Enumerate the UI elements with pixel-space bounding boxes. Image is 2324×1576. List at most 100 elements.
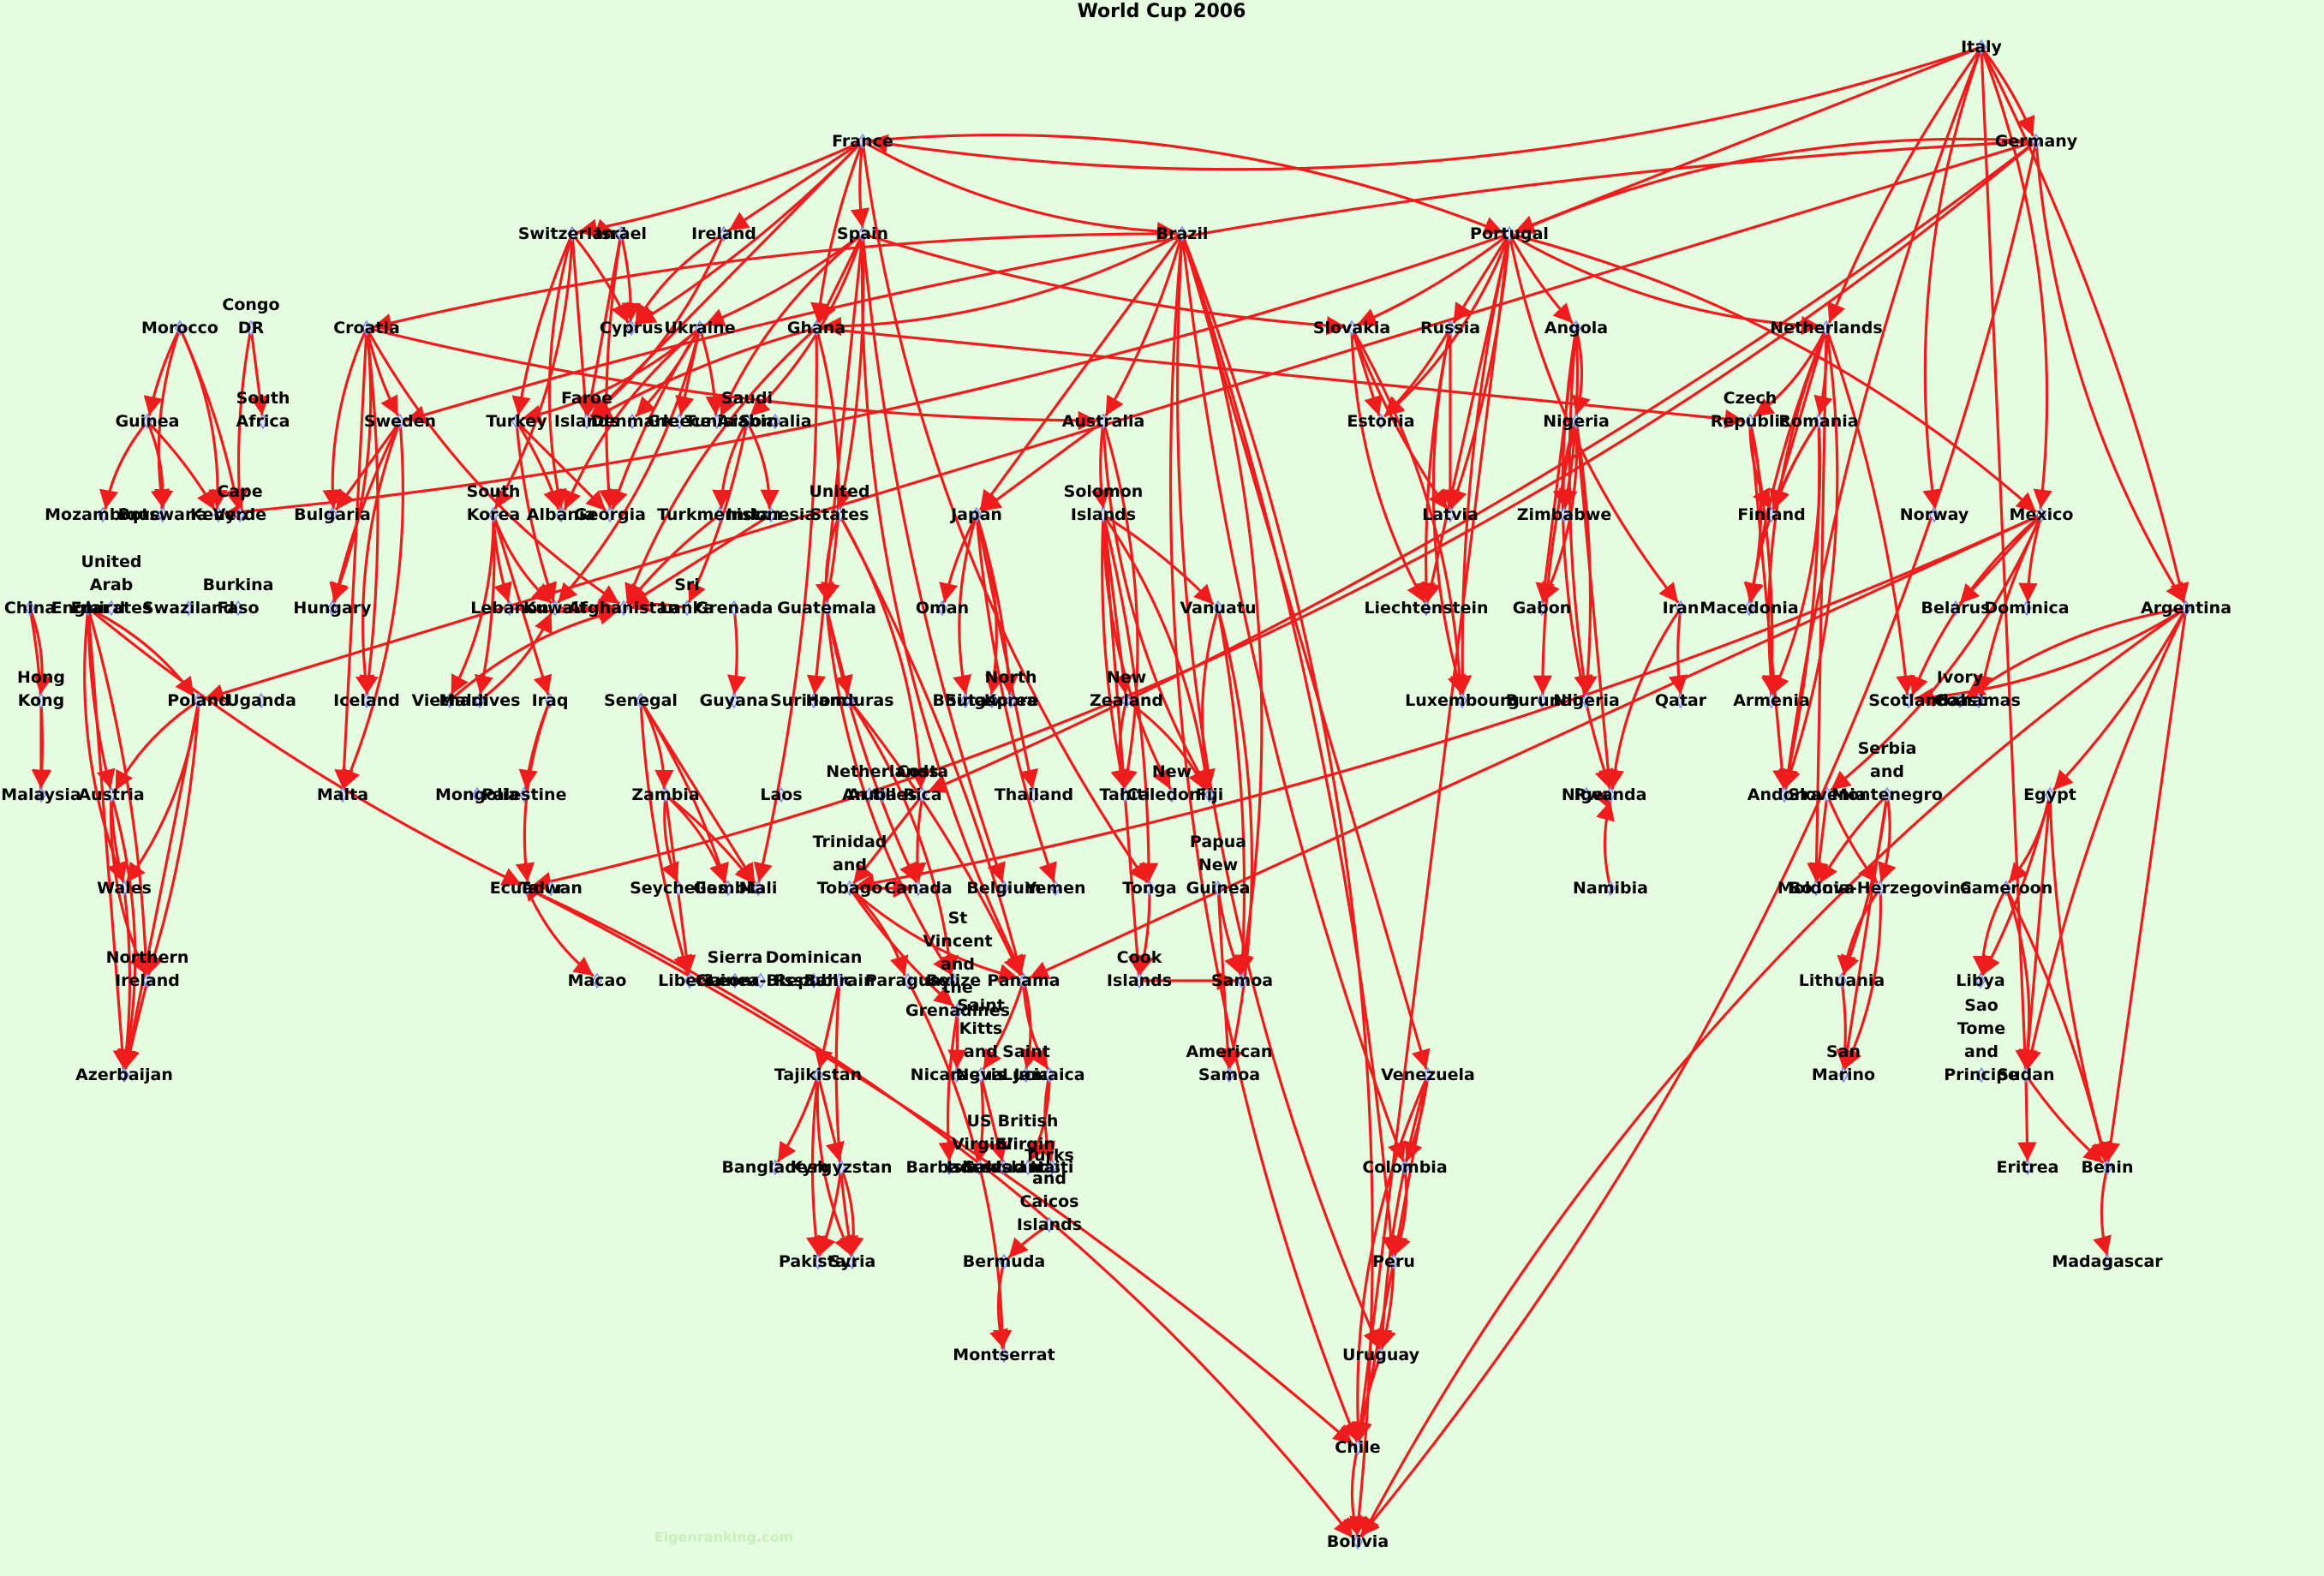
node-guinea_bissau[interactable]: Guinea-Bissau <box>696 971 827 990</box>
node-ghana[interactable]: Ghana <box>787 319 845 337</box>
node-switzerland[interactable]: Switzerland <box>518 224 627 243</box>
node-syria[interactable]: Syria <box>829 1252 876 1271</box>
node-bosnia[interactable]: Bosnia-Herzegovina <box>1789 879 1972 898</box>
node-denmark[interactable]: Denmark <box>591 412 674 431</box>
node-qatar[interactable]: Qatar <box>1655 691 1707 710</box>
node-bahrain[interactable]: Bahrain <box>804 971 875 990</box>
node-bolivia[interactable]: Bolivia <box>1327 1532 1389 1551</box>
node-andorra[interactable]: Andorra <box>1747 785 1821 804</box>
node-sudan[interactable]: Sudan <box>1997 1066 2054 1084</box>
node-egypt[interactable]: Egypt <box>2023 785 2076 804</box>
node-mozambique[interactable]: Mozambique <box>45 505 161 524</box>
node-france[interactable]: France <box>832 132 893 151</box>
node-slovenia[interactable]: Slovenia <box>1788 785 1866 804</box>
node-maldives[interactable]: Maldives <box>439 691 521 710</box>
node-finland[interactable]: Finland <box>1737 505 1805 524</box>
node-macao[interactable]: Macao <box>568 971 627 990</box>
node-eritrea[interactable]: Eritrea <box>1996 1158 2058 1177</box>
node-argentina[interactable]: Argentina <box>2141 599 2231 618</box>
node-kyrgyzstan[interactable]: Kyrgyzstan <box>790 1158 892 1177</box>
node-yemen[interactable]: Yemen <box>1024 879 1085 898</box>
node-singapore[interactable]: Singapore <box>945 691 1038 710</box>
node-bhutan[interactable]: Bhutan <box>933 691 999 710</box>
node-uganda[interactable]: Uganda <box>226 691 296 710</box>
node-mali[interactable]: Mali <box>739 879 778 898</box>
node-fiji[interactable]: Fiji <box>1196 785 1224 804</box>
node-mongolia[interactable]: Mongolia <box>435 785 519 804</box>
node-slovakia[interactable]: Slovakia <box>1313 319 1390 337</box>
node-germany[interactable]: Germany <box>1995 132 2078 151</box>
node-bermuda[interactable]: Bermuda <box>963 1252 1045 1271</box>
node-china[interactable]: China <box>4 599 56 618</box>
node-vietnam[interactable]: Vietnam <box>412 691 488 710</box>
node-tonga[interactable]: Tonga <box>1122 879 1176 898</box>
node-somalia[interactable]: Somalia <box>738 412 811 431</box>
node-gambia[interactable]: Gambia <box>693 879 762 898</box>
node-guatemala[interactable]: Guatemala <box>777 599 876 618</box>
node-colombia[interactable]: Colombia <box>1362 1158 1447 1177</box>
node-turkmenistan[interactable]: Turkmenistan <box>657 505 782 524</box>
node-venezuela[interactable]: Venezuela <box>1381 1066 1475 1084</box>
node-suriname[interactable]: Suriname <box>770 691 857 710</box>
node-luxembourg[interactable]: Luxembourg <box>1405 691 1520 710</box>
node-greece[interactable]: Greece <box>648 412 712 431</box>
node-palestine[interactable]: Palestine <box>482 785 567 804</box>
node-wales[interactable]: Wales <box>97 879 152 898</box>
node-bahamas[interactable]: Bahamas <box>1937 691 2021 710</box>
node-ecuador[interactable]: Ecuador <box>490 879 565 898</box>
node-netherlands[interactable]: Netherlands <box>1770 319 1882 337</box>
node-tajikistan[interactable]: Tajikistan <box>774 1066 862 1084</box>
node-portugal[interactable]: Portugal <box>1470 224 1549 243</box>
node-taiwan[interactable]: Taiwan <box>519 879 582 898</box>
node-australia[interactable]: Australia <box>1062 412 1145 431</box>
node-spain[interactable]: Spain <box>837 224 888 243</box>
node-grenada[interactable]: Grenada <box>696 599 774 618</box>
node-seychelles[interactable]: Seychelles <box>630 879 727 898</box>
node-mexico[interactable]: Mexico <box>2010 505 2074 524</box>
node-kenya[interactable]: Kenya <box>190 505 247 524</box>
node-sweden[interactable]: Sweden <box>364 412 436 431</box>
node-malaysia[interactable]: Malaysia <box>1 785 81 804</box>
node-bulgaria[interactable]: Bulgaria <box>294 505 371 524</box>
node-estonia[interactable]: Estonia <box>1347 412 1414 431</box>
node-paraguay[interactable]: Paraguay <box>865 971 952 990</box>
node-rwanda[interactable]: Rwanda <box>1574 785 1647 804</box>
node-england[interactable]: England <box>51 599 126 618</box>
node-italy[interactable]: Italy <box>1961 38 2002 57</box>
node-guyana[interactable]: Guyana <box>700 691 769 710</box>
node-thailand[interactable]: Thailand <box>995 785 1073 804</box>
node-dominica[interactable]: Dominica <box>1984 599 2069 618</box>
node-angola[interactable]: Angola <box>1544 319 1608 337</box>
node-laos[interactable]: Laos <box>760 785 802 804</box>
node-madagascar[interactable]: Madagascar <box>2052 1252 2163 1271</box>
node-swaziland[interactable]: Swaziland <box>142 599 235 618</box>
node-canada[interactable]: Canada <box>884 879 953 898</box>
node-moldova[interactable]: Moldova <box>1777 879 1855 898</box>
node-afghanistan[interactable]: Afghanistan <box>568 599 679 618</box>
node-georgia[interactable]: Georgia <box>574 505 646 524</box>
node-azerbaijan[interactable]: Azerbaijan <box>75 1066 173 1084</box>
node-israel[interactable]: Israel <box>595 224 647 243</box>
node-oman[interactable]: Oman <box>916 599 969 618</box>
node-lebanon[interactable]: Lebanon <box>470 599 549 618</box>
